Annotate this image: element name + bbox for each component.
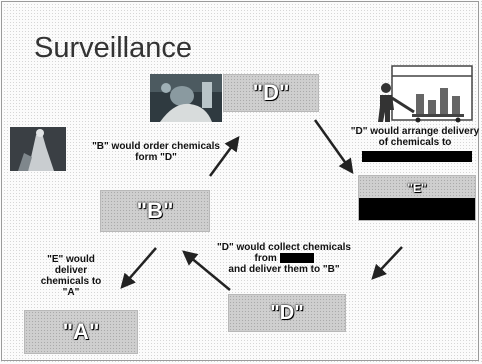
climber-photo (10, 127, 66, 171)
worker-with-cart-icon (374, 62, 474, 124)
arrow-b-to-a (120, 247, 157, 289)
label-d-collect: "D" would collect chemicals from and del… (214, 242, 354, 275)
box-d-top: "D" (223, 74, 319, 112)
redaction-bar-arrange (362, 151, 472, 162)
label-d-arrange: "D" would arrange delivery of chemicals … (348, 126, 482, 148)
box-b: "B" (100, 190, 210, 232)
box-d-bottom: "D" (228, 294, 346, 332)
label-e-deliver: "E" would deliver chemicals to "A" (40, 254, 102, 298)
arrow-e-to-d-bottom (371, 246, 403, 280)
label-d-collect-line1: "D" would collect chemicals from (214, 242, 354, 264)
label-d-collect-text2: and deliver them to "B" (228, 264, 340, 275)
arrow-d-bottom-to-b (182, 250, 231, 291)
label-d-collect-text1: "D" would collect chemicals from (217, 242, 351, 264)
box-e-label: "E" (407, 181, 427, 195)
arrow-b-to-d (208, 135, 240, 177)
box-e: "E" (358, 175, 476, 221)
person-photo (150, 74, 222, 122)
slide-title: Surveillance (34, 32, 192, 64)
arrow-d-to-e (313, 119, 354, 175)
redaction-inline (279, 253, 314, 264)
redaction-bar (359, 198, 475, 220)
box-a: "A" (24, 310, 138, 354)
label-b-order: "B" would order chemicals form "D" (92, 141, 220, 163)
label-d-arrange-text: "D" would arrange delivery of chemicals … (350, 126, 480, 148)
